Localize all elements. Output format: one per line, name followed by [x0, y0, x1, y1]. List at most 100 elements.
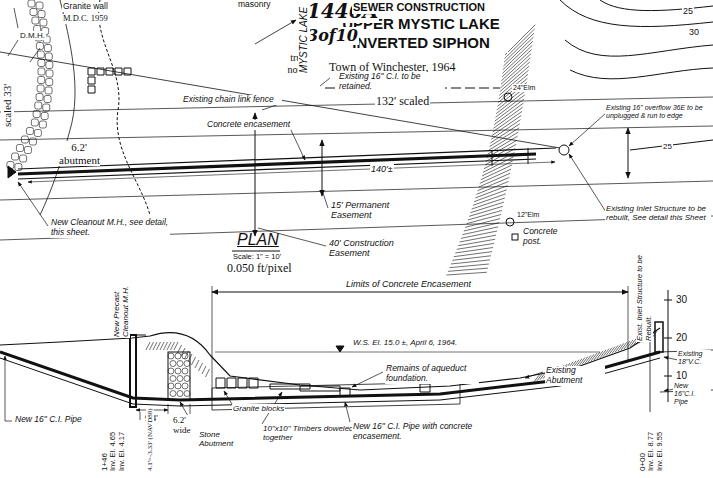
drawing-label: MYSTIC LAKE: [298, 6, 310, 74]
drawing-label: 25: [682, 6, 694, 16]
inlet-structure: [655, 322, 663, 352]
drawing-label: D.M.H.: [19, 31, 46, 40]
wall-stone: [20, 155, 27, 162]
new-pipe-profile: [0, 352, 660, 400]
slope-hatch: [488, 136, 518, 154]
drawing-label: Exist. Inlet Structure to be Rebuilt.: [636, 250, 653, 342]
slope-hatch: [495, 99, 524, 121]
slope-hatch: [476, 182, 508, 195]
drawing-label: 3of10: [306, 27, 359, 45]
drawing-label: Limits of Concrete Encasement: [345, 279, 472, 289]
wall-stone: [35, 102, 42, 109]
drawing-label: 10: [675, 370, 688, 382]
slope-hatch: [501, 58, 531, 85]
leader-line: [525, 372, 543, 378]
wall-stone: [7, 162, 14, 169]
water-mark: [336, 346, 344, 352]
slope-hatch: [446, 272, 486, 275]
wall-stone: [45, 53, 52, 60]
granite-blocks: [88, 68, 131, 93]
wall-stone: [46, 62, 53, 69]
drawing-label: Existing 18"V.C.: [677, 350, 711, 366]
slope-hatch: [485, 149, 515, 166]
cleanout-manhole: [130, 335, 136, 407]
contour-line: [600, 0, 713, 11]
cobble: [182, 353, 188, 359]
leader-line: [569, 113, 606, 146]
cobble: [184, 376, 190, 382]
drawing-label: 0+00: [638, 452, 647, 472]
drawing-label: scaled 33': [1, 83, 14, 128]
dimension-line: [322, 140, 323, 196]
drawing-label: masonry: [237, 0, 272, 10]
leader-line: [224, 391, 232, 404]
leader-line: [5, 356, 12, 421]
cobble: [184, 391, 190, 397]
drawing-label: 12"Elm: [516, 211, 540, 219]
dimension-line: [628, 128, 629, 178]
new-pipe-profile: [0, 358, 660, 406]
wall-stone: [37, 85, 44, 92]
wall-stone: [26, 128, 33, 135]
drawing-label: PLAN: [236, 231, 280, 249]
wall-stone: [34, 130, 41, 137]
slope-hatch: [181, 348, 185, 356]
cobble: [175, 368, 181, 374]
wall-stone: [41, 113, 48, 120]
cobble: [168, 383, 174, 389]
slope-hatch: [178, 345, 182, 353]
slope-hatch: [474, 190, 507, 202]
pipe-extension: [650, 330, 713, 412]
cobble: [175, 383, 181, 389]
slope-hatch: [454, 252, 492, 257]
slope-hatch: [486, 144, 516, 161]
drawing-label: New 16" C.I. Pipe: [14, 415, 83, 425]
slope-hatch: [461, 231, 497, 238]
drawing-label: New 16"C.I. Pipe: [673, 382, 711, 406]
slope-hatch: [452, 256, 491, 261]
slope-hatch: [202, 366, 206, 374]
drawing-label: 1+46: [100, 452, 109, 472]
leader-line: [290, 128, 305, 160]
wall-stone: [38, 68, 45, 75]
drawing-label: 40' Construction Easement: [328, 238, 428, 259]
cobble: [175, 353, 181, 359]
wall-stone: [24, 147, 31, 154]
drawing-label: Existing Inlet Structure to be rebuilt, …: [605, 204, 711, 222]
extension-line: [212, 286, 628, 400]
elevation-scale: [664, 290, 672, 402]
fence: [99, 0, 150, 215]
drawing-label: 10"x10" Timbers doweled together: [262, 424, 356, 442]
drawing-label: Concrete post.: [522, 227, 574, 247]
extension-line: [140, 412, 141, 420]
slope-hatch: [481, 165, 512, 180]
drawing-label: Inv. El. 9.55: [656, 431, 665, 472]
leader-line: [352, 372, 383, 387]
slope-hatch: [496, 95, 525, 117]
leader-line: [345, 402, 350, 422]
drawing-label: 132' scaled: [375, 95, 430, 109]
wall-stone: [43, 104, 50, 111]
slope-hatch: [199, 363, 203, 371]
slope-hatch: [153, 342, 157, 350]
wall-stone: [38, 60, 45, 67]
drawing-label: M.D.C. 1959: [62, 14, 109, 24]
wall-stone: [31, 119, 38, 126]
cobble: [170, 361, 176, 367]
easement-line: [0, 126, 713, 140]
ground-profile: [0, 328, 660, 390]
drawing-label: Inv. El. 4.65: [109, 431, 118, 472]
drawing-label: Scale: 1" = 10': [232, 253, 282, 262]
drawing-label: 6.2' abutment: [58, 141, 100, 166]
stone-abutment: [168, 352, 190, 400]
dimension-line: [255, 113, 256, 236]
drawing-label: 30: [688, 27, 700, 37]
slope-hatch: [475, 186, 507, 198]
slope-hatch: [160, 342, 164, 350]
existing-pipe-line: [0, 52, 560, 148]
drawing-label: Granite wall: [62, 2, 109, 12]
wall-stone: [30, 9, 37, 16]
slope-hatch: [479, 173, 510, 187]
north-arrow: [255, 20, 296, 44]
slope-hatch: [206, 369, 210, 377]
